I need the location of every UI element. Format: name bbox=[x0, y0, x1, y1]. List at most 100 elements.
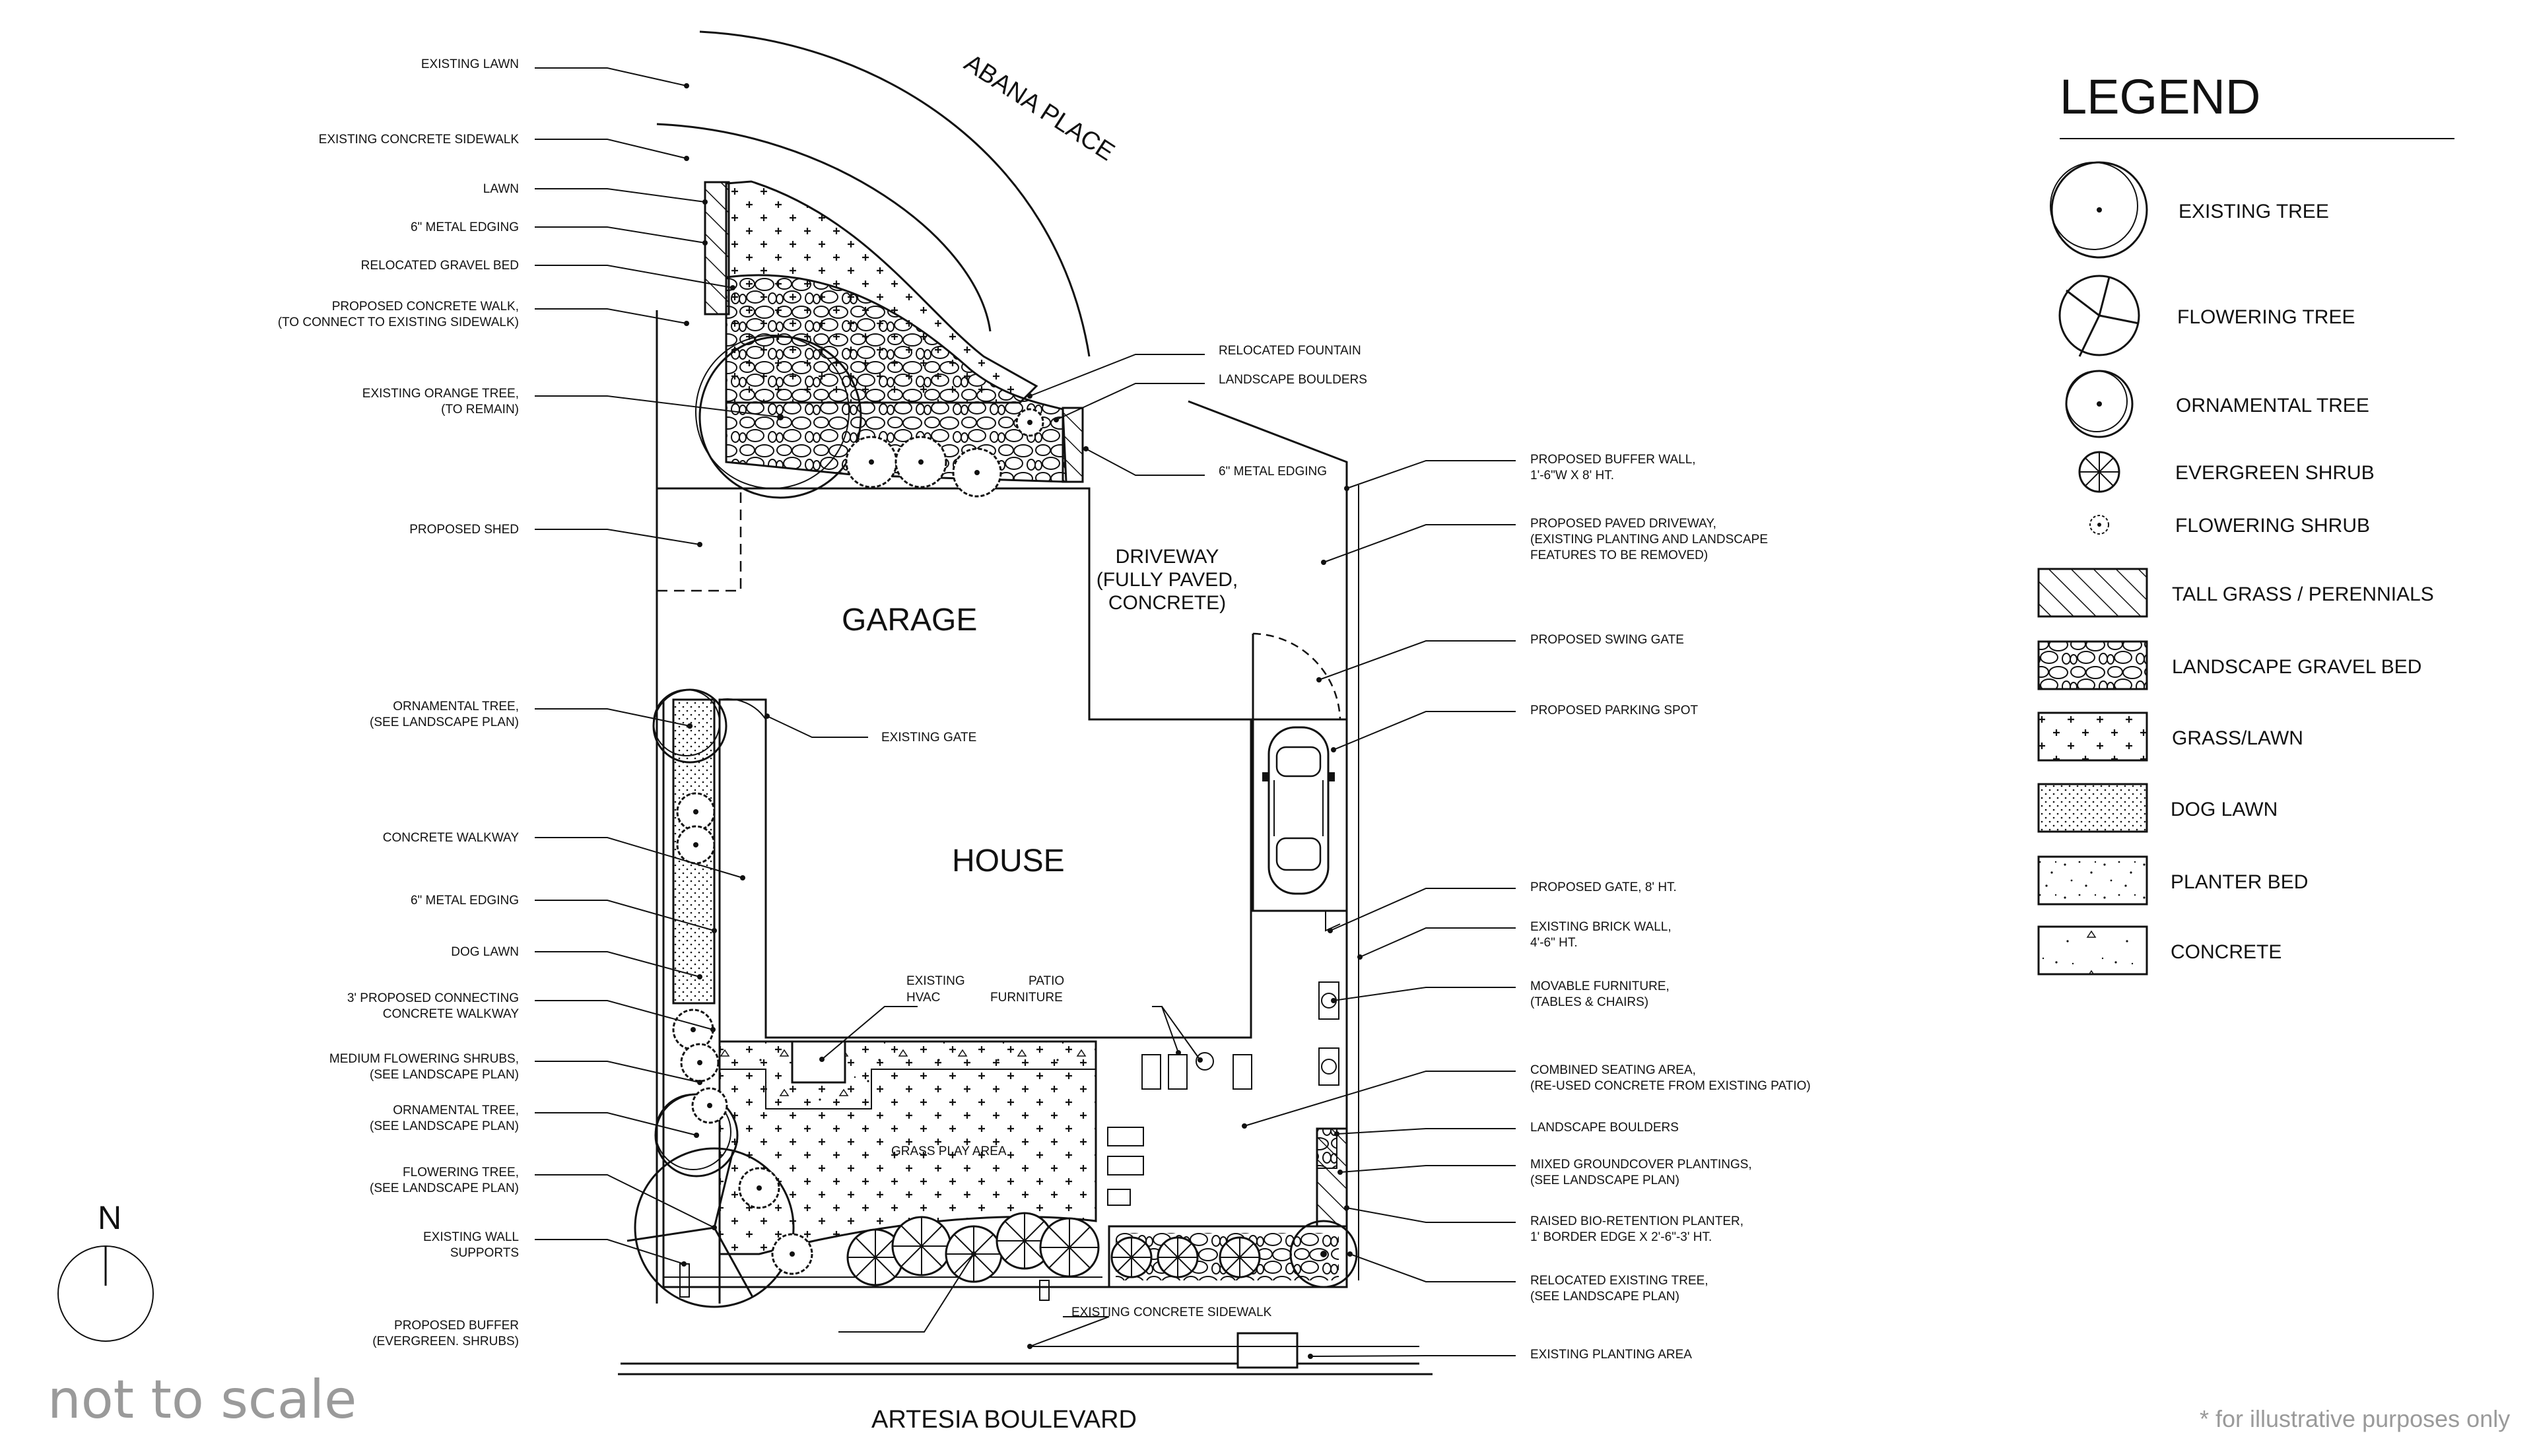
callout-label-right: EXISTING PLANTING AREA bbox=[1530, 1348, 1692, 1362]
callout-label-left: (TO REMAIN) bbox=[441, 403, 519, 416]
leader-line bbox=[535, 837, 743, 878]
leader-dot bbox=[712, 1225, 717, 1230]
leader-dot bbox=[1242, 1123, 1247, 1129]
concrete-swatch bbox=[2037, 925, 2148, 976]
callout-label-left: SUPPORTS bbox=[450, 1246, 519, 1260]
leader-dot bbox=[1027, 393, 1032, 399]
callout-label-right: 4'-6" HT. bbox=[1530, 936, 1578, 950]
callout-label-left: (SEE LANDSCAPE PLAN) bbox=[370, 715, 519, 729]
leader-line bbox=[1029, 1316, 1110, 1347]
leader-line bbox=[1346, 460, 1516, 489]
callout-label-right: RELOCATED FOUNTAIN bbox=[1219, 344, 1361, 358]
evergreen-shrub bbox=[891, 1216, 952, 1276]
legend-label-grass-lawn: GRASS/LAWN bbox=[2172, 727, 2303, 749]
leader-line bbox=[1029, 354, 1205, 397]
callout-label-left: ORNAMENTAL TREE, bbox=[393, 1104, 519, 1117]
callout-label-left: 6" METAL EDGING bbox=[411, 894, 519, 908]
leader-dot bbox=[1198, 1057, 1203, 1063]
patio-furniture-label-2: FURNITURE bbox=[990, 991, 1063, 1005]
callout-label-left: EXISTING ORANGE TREE, bbox=[362, 387, 519, 401]
leader-dot bbox=[710, 1027, 716, 1032]
leader-line bbox=[535, 708, 691, 727]
hvac-unit bbox=[791, 1040, 846, 1084]
leader-line bbox=[1152, 1006, 1201, 1061]
tall-grass-strip-fountain bbox=[1062, 407, 1084, 483]
leader-line bbox=[1323, 524, 1516, 563]
evergreen-shrub bbox=[996, 1212, 1054, 1270]
leader-dot bbox=[681, 1261, 687, 1267]
flowering-shrub bbox=[676, 792, 716, 832]
leader-dot bbox=[1328, 928, 1333, 933]
callout-label-right: (RE-USED CONCRETE FROM EXISTING PATIO) bbox=[1530, 1079, 1811, 1093]
callout-label-left: (SEE LANDSCAPE PLAN) bbox=[370, 1068, 519, 1082]
artesia-boulevard-label: ARTESIA BOULEVARD bbox=[871, 1406, 1137, 1434]
callout-label-left: CONCRETE WALKWAY bbox=[383, 1007, 520, 1021]
wall-support-2 bbox=[1039, 1280, 1050, 1301]
leader-dot bbox=[1083, 446, 1089, 451]
leader-dot bbox=[778, 414, 783, 420]
driveway-label-1: DRIVEWAY bbox=[1116, 546, 1219, 568]
hatch-swatch bbox=[2037, 568, 2148, 618]
flowering-shrub bbox=[680, 1043, 720, 1082]
flowering-shrub bbox=[676, 825, 716, 865]
leader-dot bbox=[971, 1251, 976, 1257]
flowering-shrub bbox=[1015, 408, 1044, 437]
evergreen-shrub bbox=[1157, 1236, 1199, 1278]
leader-line bbox=[838, 1253, 974, 1333]
existing-gate-arc bbox=[719, 698, 766, 720]
legend-label-concrete: CONCRETE bbox=[2171, 941, 2282, 963]
leader-dot bbox=[1347, 1251, 1353, 1257]
north-arrow: N bbox=[57, 1199, 154, 1342]
callout-label-left: ORNAMENTAL TREE, bbox=[393, 700, 519, 713]
callout-label-right: LANDSCAPE BOULDERS bbox=[1530, 1121, 1679, 1135]
front-gravel-bed bbox=[725, 274, 1067, 483]
callout-label-left: MEDIUM FLOWERING SHRUBS, bbox=[329, 1052, 519, 1066]
leader-line bbox=[766, 715, 868, 738]
leader-dot bbox=[1331, 998, 1336, 1003]
leader-line bbox=[1330, 888, 1516, 931]
leader-dot bbox=[1321, 560, 1326, 565]
legend-label-planter-bed: PLANTER BED bbox=[2171, 871, 2308, 893]
flowering-shrub bbox=[845, 436, 898, 488]
leader-dot bbox=[712, 928, 717, 933]
ornamental-tree-icon bbox=[2065, 370, 2134, 438]
leader-dot bbox=[764, 713, 770, 719]
lawn-swatch bbox=[2037, 711, 2148, 762]
callout-label-right: COMBINED SEATING AREA, bbox=[1530, 1063, 1696, 1077]
leader-dot bbox=[819, 1057, 825, 1062]
patio-chairs bbox=[1107, 981, 1339, 1206]
leader-line bbox=[1333, 987, 1516, 1001]
wall-support-1 bbox=[679, 1263, 690, 1298]
evergreen-shrub-group bbox=[846, 1212, 1261, 1286]
legend-label-existing-tree: EXISTING TREE bbox=[2179, 201, 2329, 222]
leader-line bbox=[1333, 711, 1516, 750]
leader-dot bbox=[740, 875, 745, 880]
leader-line bbox=[535, 67, 687, 86]
relocated-existing-tree bbox=[1289, 1220, 1358, 1288]
flowering-shrub bbox=[952, 447, 1002, 498]
dog-lawn-swatch bbox=[2037, 783, 2148, 833]
leader-dot bbox=[702, 240, 708, 246]
callout-label-right: (TABLES & CHAIRS) bbox=[1530, 995, 1648, 1009]
callout-label-right: PROPOSED BUFFER WALL, bbox=[1530, 453, 1696, 467]
leader-dot bbox=[684, 83, 689, 88]
leader-dot bbox=[684, 156, 689, 161]
legend-label-evergreen-shrub: EVERGREEN SHRUB bbox=[2175, 462, 2375, 484]
callout-label-left: CONCRETE WALKWAY bbox=[383, 831, 520, 845]
patio-furniture-label-1: PATIO bbox=[1029, 974, 1064, 988]
existing-tree-icon bbox=[2050, 161, 2148, 259]
callout-label-left: (EVERGREEN. SHRUBS) bbox=[372, 1335, 519, 1348]
callout-label-left: FLOWERING TREE, bbox=[403, 1166, 519, 1179]
leader-line bbox=[1346, 1207, 1516, 1223]
leader-line bbox=[1085, 448, 1205, 476]
planter-swatch bbox=[2037, 855, 2148, 906]
leader-dot bbox=[1176, 1050, 1181, 1055]
leader-line bbox=[535, 395, 781, 418]
legend-label-ornamental-tree: ORNAMENTAL TREE bbox=[2176, 395, 2369, 416]
flowering-shrub bbox=[895, 436, 947, 488]
callout-label-left: PROPOSED CONCRETE WALK, bbox=[332, 300, 519, 314]
leader-line bbox=[1336, 1128, 1516, 1135]
existing-sidewalk-label: EXISTING CONCRETE SIDEWALK bbox=[1071, 1306, 1272, 1319]
callout-label-left: 3' PROPOSED CONNECTING bbox=[347, 991, 519, 1005]
callout-label-right: LANDSCAPE BOULDERS bbox=[1219, 373, 1367, 387]
